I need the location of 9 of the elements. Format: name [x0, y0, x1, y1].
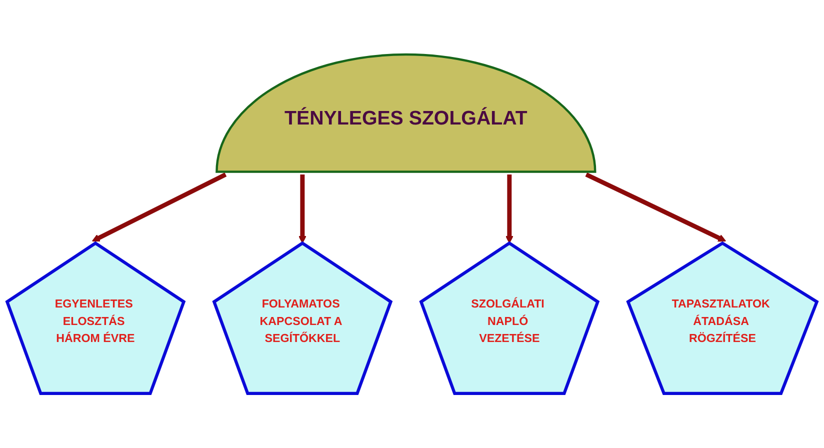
semicircle-node: TÉNYLEGES SZOLGÁLAT [216, 54, 596, 173]
pentagon-node: EGYENLETES ELOSZTÁS HÁROM ÉVRE [5, 241, 186, 396]
pentagon-node: TAPASZTALATOK ÁTADÁSA RÖGZÍTÉSE [626, 241, 819, 396]
arrow [585, 172, 726, 242]
arrow [298, 174, 306, 244]
pentagon-node: FOLYAMATOS KAPCSOLAT A SEGÍTŐKKEL [212, 241, 393, 396]
arrow [505, 174, 514, 244]
arrow [92, 172, 227, 242]
pentagon-node: SZOLGÁLATI NAPLÓ VEZETÉSE [419, 241, 600, 396]
